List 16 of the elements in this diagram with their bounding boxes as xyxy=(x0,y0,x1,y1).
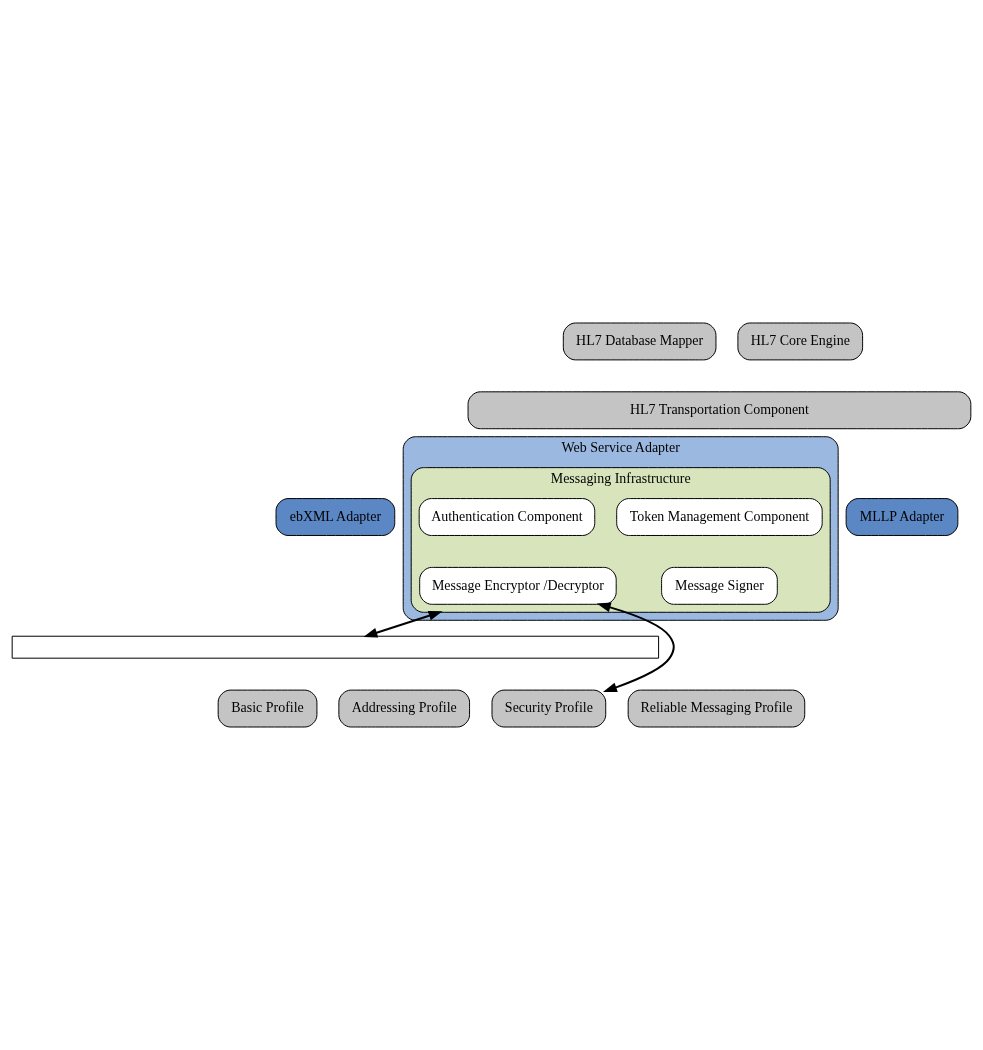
node-box: HL7 Database Mapper xyxy=(562,322,717,361)
node-bar xyxy=(11,635,660,659)
arrow xyxy=(363,611,443,638)
node-box: Addressing Profile xyxy=(338,689,471,728)
node-box: Security Profile xyxy=(491,689,607,728)
node-box: Basic Profile xyxy=(217,689,318,728)
node-box: MLLP Adapter xyxy=(845,498,959,536)
node-box: HL7 Core Engine xyxy=(737,322,864,361)
node-box: HL7 Transportation Component xyxy=(467,391,972,430)
node-box: Message Signer xyxy=(661,566,778,605)
node-box: Token Management Component xyxy=(616,498,823,536)
node-box: ebXML Adapter xyxy=(275,498,396,536)
node-box: Reliable Messaging Profile xyxy=(627,689,806,728)
node-box: Message Encryptor /Decryptor xyxy=(419,566,617,605)
arrow xyxy=(596,602,675,693)
node-box: Authentication Component xyxy=(418,498,596,536)
